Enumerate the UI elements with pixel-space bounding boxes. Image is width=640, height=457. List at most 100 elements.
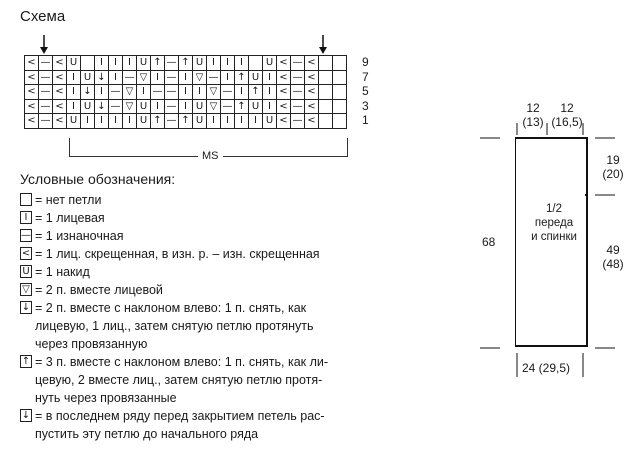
chart-cell: ↓ xyxy=(81,85,95,100)
legend-text: = 1 лицевая xyxy=(35,211,105,225)
chart-cell: U xyxy=(81,70,95,85)
chart-cell: ▽ xyxy=(207,85,221,100)
legend-text: = в последнем ряду перед закрытием петел… xyxy=(35,409,325,441)
chart-cell: < xyxy=(53,99,67,114)
chart-cell: ↑ xyxy=(235,99,249,114)
down-arrow-icon xyxy=(319,35,327,54)
legend-title: Условные обозначения: xyxy=(20,171,176,187)
dim-right-lower: 49 xyxy=(606,243,620,257)
chart-cell: — xyxy=(109,99,123,114)
chart-cell: < xyxy=(53,114,67,129)
chart-cell xyxy=(333,56,347,71)
legend-item: —= 1 изнаночная xyxy=(20,227,328,245)
chart-cell: I xyxy=(123,56,137,71)
chart-cell: < xyxy=(25,56,39,71)
dim-top-right: 12 xyxy=(560,101,574,115)
chart-cell: I xyxy=(179,85,193,100)
chart-cell: U xyxy=(263,56,277,71)
chart-cell: — xyxy=(123,70,137,85)
chart-cell: ↑ xyxy=(179,56,193,71)
ms-label: MS xyxy=(198,150,223,162)
legend-symbol-icon: ↓ xyxy=(20,301,32,314)
chart-cell xyxy=(249,56,263,71)
dim-top-left: 12 xyxy=(526,101,540,115)
chart-cell: I xyxy=(235,56,249,71)
legend-text: = 2 п. вместе лицевой xyxy=(35,283,163,297)
chart-cell: < xyxy=(305,114,319,129)
chart-cell: U xyxy=(193,114,207,129)
chart-cell: I xyxy=(207,114,221,129)
chart-cell: I xyxy=(67,85,81,100)
dim-right-upper-alt: (20) xyxy=(602,167,624,181)
chart-cell: I xyxy=(109,56,123,71)
chart-cell: I xyxy=(151,99,165,114)
chart-cell xyxy=(333,114,347,129)
dim-top-left-alt: (13) xyxy=(522,115,544,129)
chart-cell: < xyxy=(53,85,67,100)
chart-cell: U xyxy=(193,56,207,71)
chart-cell: I xyxy=(263,70,277,85)
chart-cell: I xyxy=(123,114,137,129)
chart-cell: — xyxy=(165,114,179,129)
chart-cell: — xyxy=(165,99,179,114)
chart-cell: U xyxy=(67,56,81,71)
chart-cell: I xyxy=(95,85,109,100)
chart-cell: — xyxy=(151,85,165,100)
chart-cell: < xyxy=(25,85,39,100)
chart-cell: ▽ xyxy=(137,70,151,85)
chart-cell: U xyxy=(263,114,277,129)
legend-text: = 1 лиц. скрещенная, в изн. р. – изн. ск… xyxy=(35,247,320,261)
dim-top-right-alt: (16,5) xyxy=(551,115,583,129)
chart-cell: I xyxy=(67,99,81,114)
pattern-schematic: 12 (13) 12 (16,5) 19 (20) 49 (48) 68 1/2… xyxy=(470,95,640,395)
chart-cell xyxy=(319,56,333,71)
chart-cell: I xyxy=(81,114,95,129)
row-number: 1 xyxy=(362,113,369,127)
chart-cell: — xyxy=(39,56,53,71)
legend-symbol-icon: ↑ xyxy=(20,355,32,368)
chart-cell: I xyxy=(193,85,207,100)
chart-cell: — xyxy=(291,56,305,71)
down-arrow-icon xyxy=(40,35,48,54)
chart-cell: U xyxy=(81,99,95,114)
chart-cell: < xyxy=(277,56,291,71)
row-number: 9 xyxy=(362,55,369,69)
chart-cell: I xyxy=(263,99,277,114)
chart-cell: I xyxy=(179,70,193,85)
chart-cell: ↓ xyxy=(95,99,109,114)
chart-cell: I xyxy=(263,85,277,100)
chart-cell xyxy=(333,85,347,100)
legend-symbol-icon: < xyxy=(20,247,32,260)
center-label-3: и спинки xyxy=(531,231,577,243)
chart-cell: I xyxy=(67,70,81,85)
chart-cell: — xyxy=(39,114,53,129)
chart-cell: I xyxy=(221,56,235,71)
chart-cell xyxy=(81,56,95,71)
chart-cell: ↓ xyxy=(95,70,109,85)
chart-cell xyxy=(319,99,333,114)
chart-cell: I xyxy=(179,99,193,114)
chart-cell: ↑ xyxy=(249,85,263,100)
chart-cell xyxy=(319,114,333,129)
chart-cell: < xyxy=(25,99,39,114)
chart-cell: I xyxy=(95,114,109,129)
chart-cell: — xyxy=(291,114,305,129)
chart-cell: — xyxy=(221,85,235,100)
legend-item: <= 1 лиц. скрещенная, в изн. р. – изн. с… xyxy=(20,245,328,263)
chart-cell: U xyxy=(249,70,263,85)
chart-cell: < xyxy=(277,70,291,85)
legend-item: I= 1 лицевая xyxy=(20,209,328,227)
chart-cell: U xyxy=(137,56,151,71)
chart-cell: < xyxy=(277,114,291,129)
chart-cell: U xyxy=(137,114,151,129)
dim-bottom: 24 (29,5) xyxy=(522,361,571,375)
chart-cell: I xyxy=(235,114,249,129)
legend-symbol-icon: U xyxy=(20,265,32,278)
legend-item: ↓= в последнем ряду перед закрытием пете… xyxy=(20,407,328,443)
row-number: 7 xyxy=(362,69,369,84)
chart-cell: — xyxy=(39,85,53,100)
chart-cell: I xyxy=(151,70,165,85)
chart-cell: < xyxy=(305,99,319,114)
dim-right-upper: 19 xyxy=(606,153,620,167)
